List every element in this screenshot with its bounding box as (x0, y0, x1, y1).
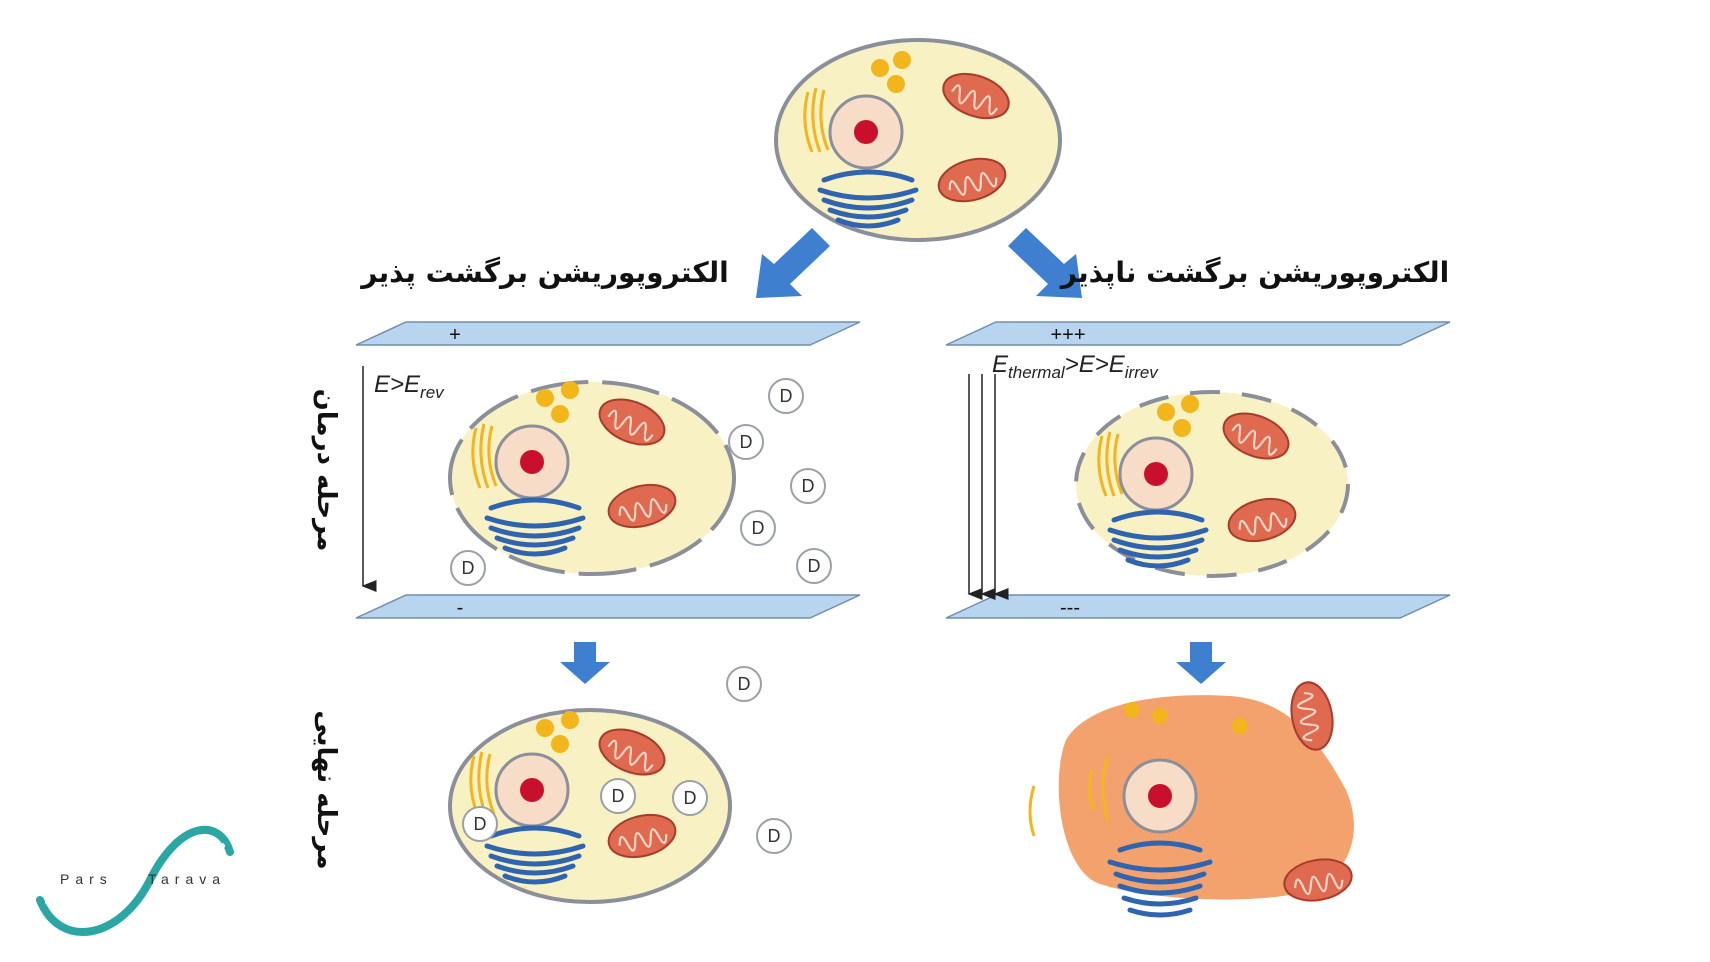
arrow-to-irreversible (1008, 228, 1082, 298)
negative-plate-irreversible (945, 594, 1451, 619)
irreversible-title: الکتروپوریشن برگشت ناپذیر (1059, 256, 1450, 289)
svg-text:D: D (802, 476, 815, 496)
field-condition-sub: rev (420, 383, 445, 402)
svg-text:D: D (768, 826, 781, 846)
positive-plate-irreversible (945, 321, 1451, 346)
resealed-cell-with-drug: D D D (448, 708, 732, 904)
drug-molecule: D (796, 548, 832, 584)
svg-text:D: D (752, 518, 765, 538)
reversible-panel: + - E>Erev D D D D D D (355, 321, 861, 619)
field-condition-e: E (992, 351, 1009, 378)
down-arrow-reversible (560, 642, 610, 684)
pars-tarava-logo: Pars Tarava (36, 825, 234, 936)
drug-molecule: D (600, 778, 636, 814)
plate-sign-minus-strong: --- (1060, 597, 1080, 619)
logo-word-pars: Pars (60, 871, 113, 887)
negative-plate-reversible (355, 594, 861, 619)
plate-sign-plus: + (449, 324, 461, 346)
drug-molecule: D (450, 550, 486, 586)
drug-molecule: D (790, 468, 826, 504)
svg-text:E>Erev: E>Erev (374, 371, 445, 402)
healthy-cell-top (774, 38, 1062, 242)
porated-cell-reversible (448, 380, 736, 576)
plate-sign-plus-strong: +++ (1050, 324, 1085, 346)
drug-molecule: D (756, 818, 792, 854)
drug-molecule: D (462, 806, 498, 842)
field-condition: E>E (374, 371, 421, 398)
svg-text:D: D (462, 558, 475, 578)
drug-molecule: D (726, 666, 762, 702)
stage-treatment-label: مرحله درمان (311, 389, 341, 552)
stage-final-label: مرحله نهایی (311, 710, 341, 869)
arrow-to-reversible (756, 228, 830, 298)
svg-text:D: D (612, 786, 625, 806)
drug-molecule: D (768, 378, 804, 414)
svg-text:D: D (808, 556, 821, 576)
drug-molecule: D (672, 780, 708, 816)
porated-cell-irreversible (1074, 390, 1350, 578)
svg-text:D: D (474, 814, 487, 834)
irreversible-panel: +++ --- Ethermal>E>Eirrev (945, 321, 1451, 619)
svg-text:D: D (684, 788, 697, 808)
svg-text:Ethermal>E>Eirrev: Ethermal>E>Eirrev (992, 351, 1159, 382)
svg-text:D: D (780, 386, 793, 406)
down-arrow-irreversible (1176, 642, 1226, 684)
positive-plate-reversible (355, 321, 861, 346)
logo-word-tarava: Tarava (148, 871, 226, 887)
ruptured-cell (1028, 677, 1357, 918)
drug-molecule: D (740, 510, 776, 546)
plate-sign-minus: - (457, 597, 464, 619)
drug-molecule: D (728, 424, 764, 460)
svg-text:D: D (738, 674, 751, 694)
svg-text:D: D (740, 432, 753, 452)
reversible-title: الکتروپوریشن برگشت پذیر (359, 256, 729, 289)
